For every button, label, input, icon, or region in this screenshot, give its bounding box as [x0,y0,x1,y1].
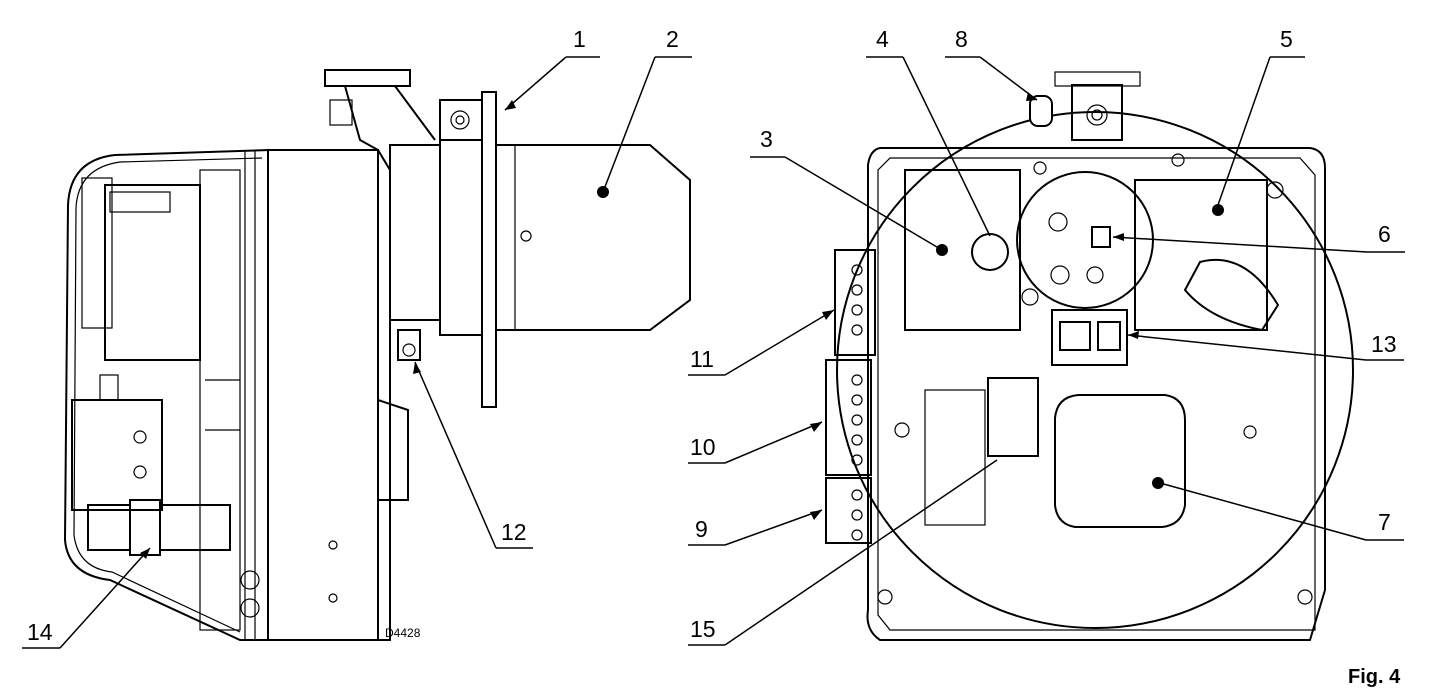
adjust-screw [1091,226,1111,248]
callout-13: 13 [1371,331,1397,357]
drawing-code: D4428 [385,626,421,640]
motor-block [104,184,201,361]
callout-11: 11 [690,346,714,372]
callout-labels: 1 2 3 4 8 5 6 13 7 11 10 9 15 12 14 [27,26,1397,645]
callout-14: 14 [27,619,53,645]
callout-8: 8 [955,26,968,52]
arrow-heads [140,92,1139,559]
air-damper-panel [1134,179,1268,331]
callout-3: 3 [760,126,773,152]
fan-motor-marker [1152,477,1164,489]
terminal-strip-11 [834,249,876,356]
callout-1: 1 [573,26,586,52]
reset-button [971,233,1009,271]
damper-panel-marker [1212,204,1224,216]
indicator-window [1051,309,1128,366]
callout-2: 2 [666,26,679,52]
fan-motor [1054,394,1186,528]
side-view: D4428 [63,69,691,641]
relay-15 [987,377,1039,457]
callout-7: 7 [1378,509,1391,535]
fan-housing-circle [836,111,1354,629]
control-box [904,169,1021,331]
leader-lines [22,56,1405,649]
electrical-plug [87,499,231,556]
front-view [825,71,1354,641]
blast-tube [496,144,691,331]
terminal-screws [851,264,863,541]
housing-body [267,149,379,641]
pressure-test-point [397,329,421,361]
callout-5: 5 [1280,26,1293,52]
valve-fitting [1029,95,1053,127]
callout-4: 4 [876,26,889,52]
callout-12: 12 [501,519,527,545]
callout-6: 6 [1378,221,1391,247]
transformer-box [71,399,163,511]
top-bracket [344,85,436,151]
top-nut-bracket [1071,84,1123,141]
cover-outline [63,149,271,641]
figure-label: Fig. 4 [1348,666,1401,688]
callout-15: 15 [690,616,716,642]
air-damper-disk [1016,171,1154,309]
callout-10: 10 [690,434,716,460]
terminal-strip-10 [825,359,872,476]
front-frame [866,147,1326,641]
terminal-strip-9 [825,477,872,544]
flange [481,91,497,408]
callout-9: 9 [695,516,708,542]
